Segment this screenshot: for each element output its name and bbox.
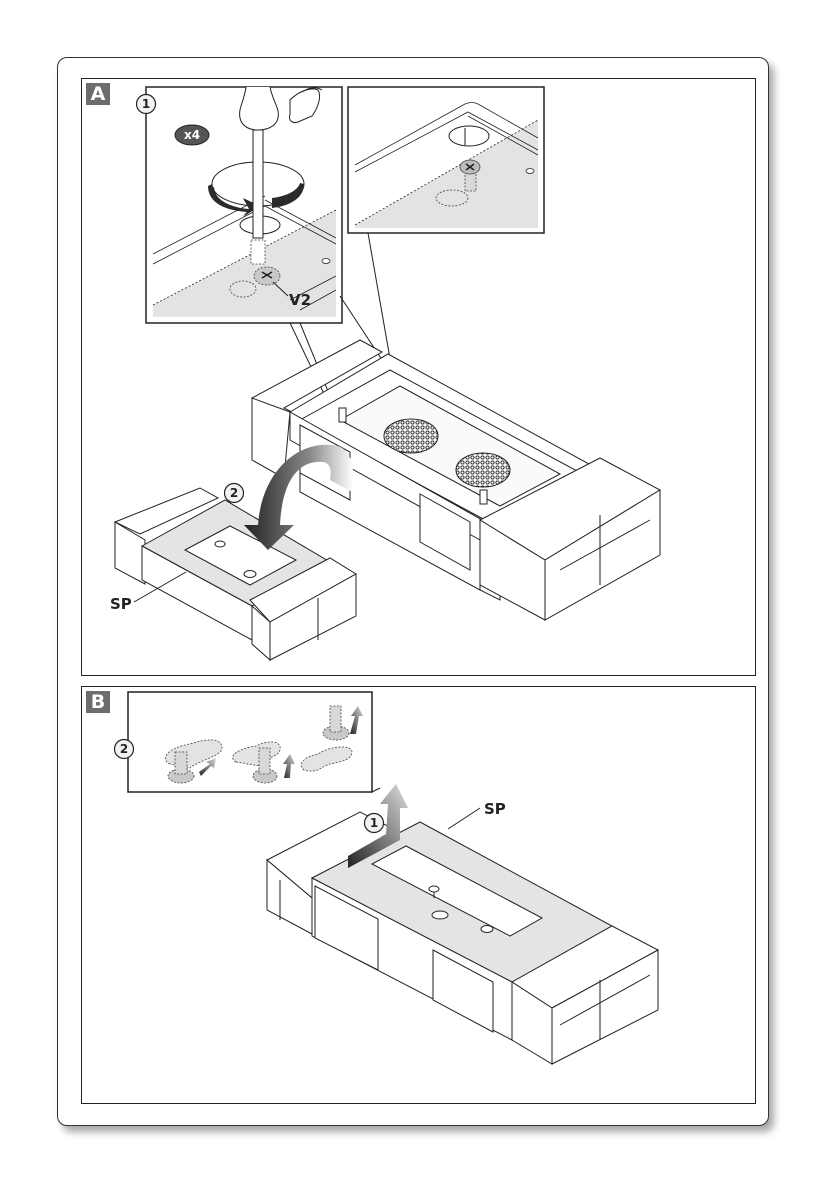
step-2-number: 2: [230, 486, 238, 500]
step-1-number: 1: [142, 97, 150, 111]
flip-arrow: [244, 444, 354, 550]
callout-line-b: [371, 787, 381, 793]
sp-leader-line: [133, 571, 187, 603]
step-2-marker: 2: [223, 482, 245, 504]
sp-leader-line-b: [447, 807, 481, 830]
step-b2-marker: 2: [113, 738, 135, 760]
quantity-badge: [174, 124, 210, 146]
detail-inset-screwdriver: V2 x4: [145, 86, 343, 324]
part-label-sp-a: SP: [110, 595, 132, 613]
step-1-marker: 1: [135, 93, 157, 115]
callout-label-v2: V2: [289, 291, 311, 309]
support-plate-sp-flipped: [113, 487, 357, 662]
lift-arrow: [348, 784, 408, 868]
part-label-sp-b: SP: [484, 800, 506, 818]
step-b1-number: 1: [370, 816, 378, 830]
quantity-badge-text: x4: [184, 128, 200, 142]
panel-b-tag: B: [86, 691, 110, 713]
detail-inset-screw-removed: [347, 86, 545, 234]
step-b2-number: 2: [120, 742, 128, 756]
detail-inset-screw-sequence: [127, 691, 373, 793]
step-b1-marker: 1: [363, 812, 385, 834]
extractor-frame-with-plate: [266, 811, 660, 1065]
panel-a-tag: A: [86, 83, 110, 105]
